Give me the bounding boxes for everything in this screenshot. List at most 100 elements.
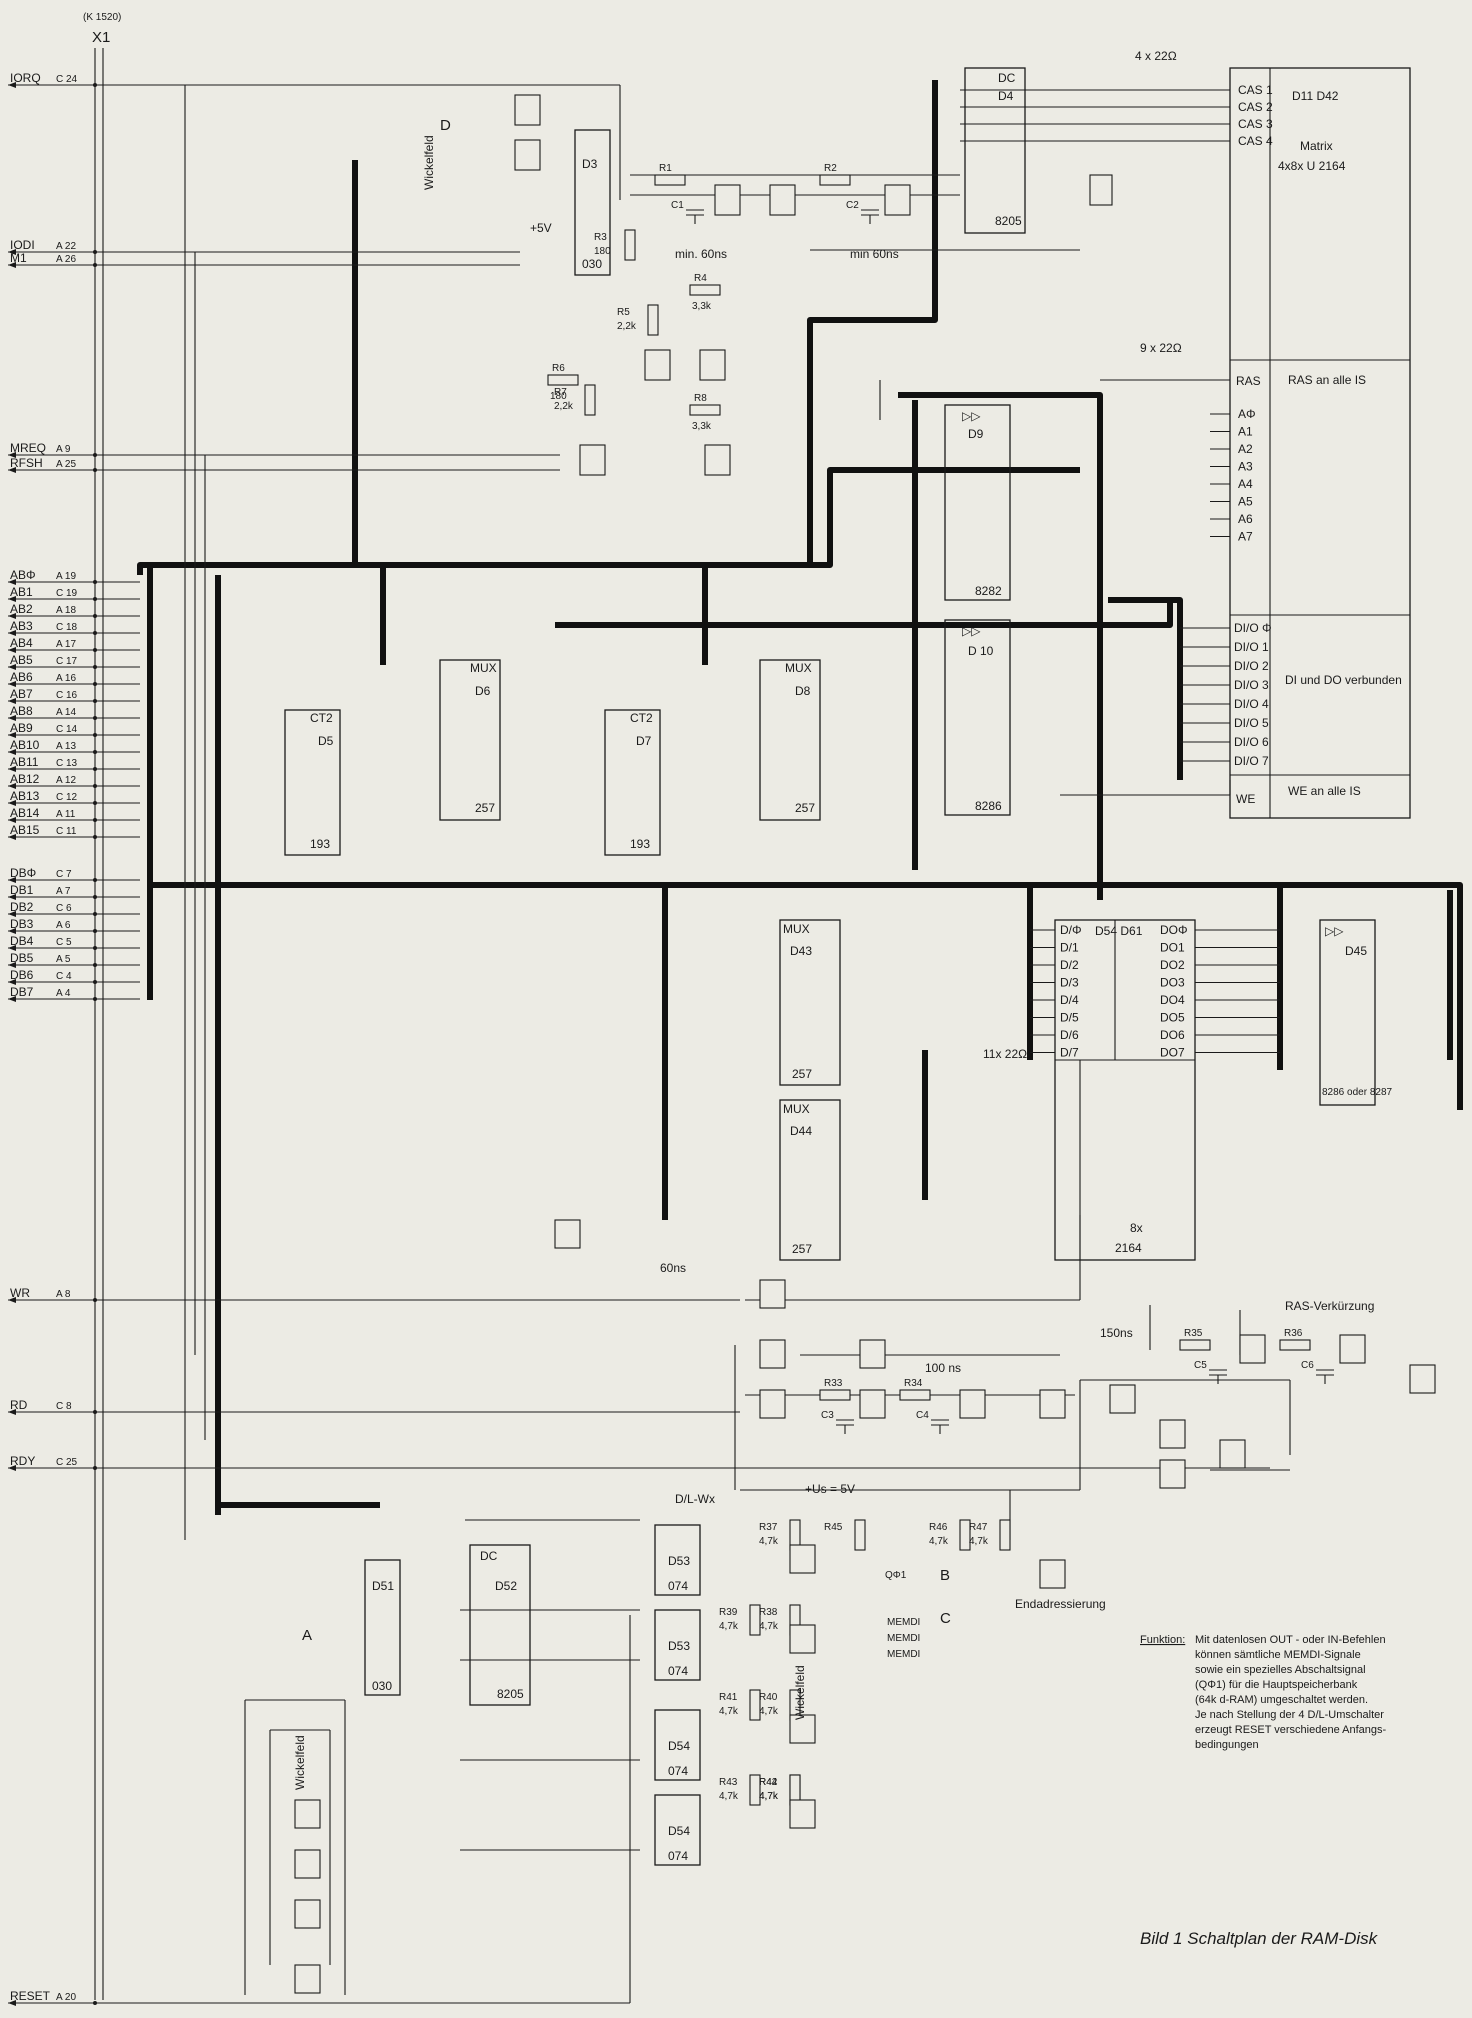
signal-net: AB12 [10,772,40,786]
signal-pin: A 9 [56,444,71,455]
bank-resistor-array: 11x 22Ω [983,1047,1027,1061]
chip-type: 193 [630,837,650,851]
resistor: R45 [824,1519,866,1551]
chip-ref: D52 [495,1579,517,1593]
junction-dot [93,929,97,933]
chip-type: 8205 [497,1687,524,1701]
resistor-value: 4,7k [719,1706,739,1717]
signal-net: IORQ [10,71,41,85]
resistor-ref: R46 [929,1522,948,1533]
chip-header: MUX [470,661,497,675]
resistor: R33 [819,1378,851,1401]
chip-ref: D54 [668,1739,690,1753]
capacitor-ref: C2 [846,200,859,211]
junction-dot [93,597,97,601]
resistor-value: 3,3k [692,301,712,312]
arrow-icon [8,2000,16,2006]
addr-pin: A7 [1238,530,1253,544]
resistor: R34 [899,1378,931,1401]
signal-net: DB6 [10,968,34,982]
junction-dot [93,648,97,652]
ram-do-pin: DO5 [1160,1011,1185,1025]
dio-pin: DI/O 3 [1234,678,1269,692]
junction-dot [93,716,97,720]
capacitor: C1 [671,200,704,224]
capacitor-ref: C5 [1194,1360,1207,1371]
dl-switch-label: D/L-Wx [675,1492,715,1506]
arrow-icon [8,911,16,917]
chip-ref: D43 [790,944,812,958]
arrow-icon [8,467,16,473]
qphi1-label: QΦ1 [885,1570,907,1581]
chip-type: 074 [668,1849,688,1863]
ram-di-pin: D/7 [1060,1046,1079,1060]
ram-do-pin: DO3 [1160,976,1185,990]
resistor: R72,2k [554,384,596,416]
signal-net: AB6 [10,670,33,684]
arrow-icon [8,834,16,840]
endadressierung-label: Endadressierung [1015,1597,1106,1611]
resistor-ref: R37 [759,1522,778,1533]
junction-dot [93,699,97,703]
we-pin: WE [1236,792,1255,806]
resistor: R1 [654,163,686,186]
resistor-value: 2,2k [617,321,637,332]
timing-t1: min. 60ns [675,247,727,261]
signal-pin: A 25 [56,459,76,470]
arrow-icon [8,698,16,704]
dio-pin: DI/O 7 [1234,754,1269,768]
signal-net: AB1 [10,585,33,599]
junction-dot [93,682,97,686]
chip-header: MUX [785,661,812,675]
signal-pin: A 7 [56,886,71,897]
chip-ref: D 10 [968,644,994,658]
resistor-ref: R40 [759,1692,778,1703]
arrow-icon [8,928,16,934]
ram-di-pin: D/1 [1060,941,1079,955]
signal-net: DB2 [10,900,34,914]
junction-dot [93,83,97,87]
matrix-title: D11 D42 [1292,89,1339,103]
signal-net: DBΦ [10,866,36,880]
function-note-lines: Mit datenlosen OUT - oder IN-Befehlenkön… [1195,1634,1387,1751]
signal-pin: C 12 [56,792,78,803]
ram-do-pin: DO4 [1160,993,1185,1007]
junction-dot [93,453,97,457]
signal-pin: A 8 [56,1289,71,1300]
addr-pin: A5 [1238,495,1253,509]
resistor-value: 180 [550,391,567,402]
ram-di-pins: D/ΦD/1D/2D/3D/4D/5D/6D/7 [1030,923,1082,1060]
junction-dot [93,835,97,839]
gate-elements [294,94,1436,1994]
memdi-3: MEMDI [887,1649,920,1660]
arrow-icon [8,817,16,823]
ras-pin: RAS [1236,374,1261,388]
addr-pin: AΦ [1238,407,1256,421]
resistor-value: 4,7k [759,1706,779,1717]
resistor-ref: R35 [1184,1328,1203,1339]
addr-pin: A3 [1238,460,1253,474]
matrix-line1: Matrix [1300,139,1333,153]
arrow-icon [8,749,16,755]
chip-d52: DC D52 8205 [469,1544,531,1706]
resistor: R43,3k [689,273,721,312]
ram-di-pin: D/Φ [1060,923,1082,937]
signal-pin: A 18 [56,605,76,616]
resistor-value: 4,7k [929,1536,949,1547]
resistor-ref: R44 [759,1777,778,1788]
junction-dot [93,263,97,267]
arrow-icon [8,800,16,806]
chip-ref: D44 [790,1124,812,1138]
